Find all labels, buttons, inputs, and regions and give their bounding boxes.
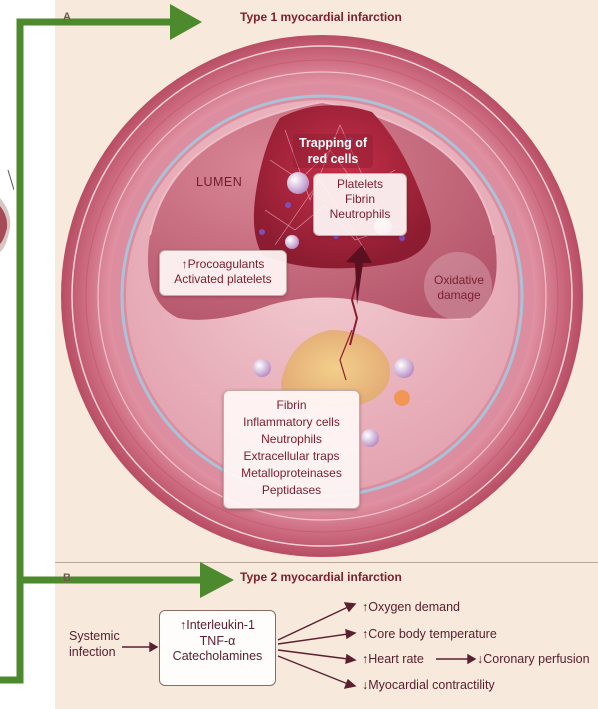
trapping-label: Trapping of red cells — [293, 134, 373, 168]
clot-components-box: Platelets Fibrin Neutrophils — [313, 173, 407, 236]
oxidative-line-1: Oxidative — [427, 273, 491, 288]
plaque-fibrin: Fibrin — [230, 397, 353, 414]
panel-b-letter: B — [63, 572, 71, 584]
procoagulants-box: ↑Procoagulants Activated platelets — [159, 250, 287, 296]
plaque-extracellular-traps: Extracellular traps — [230, 448, 353, 465]
effect-oxygen-demand: ↑Oxygen demand — [362, 600, 460, 615]
oxidative-line-2: damage — [427, 288, 491, 303]
oxidative-damage-label: Oxidative damage — [427, 273, 491, 303]
plaque-peptidases: Peptidases — [230, 482, 353, 499]
panel-b-title: Type 2 myocardial infarction — [240, 570, 402, 584]
mediators-box: ↑Interleukin-1 TNF-α Catecholamines — [159, 610, 276, 686]
activated-platelets-line: Activated platelets — [166, 272, 280, 287]
effect-heart-rate: ↑Heart rate — [362, 652, 424, 667]
panel-a-letter: A — [63, 11, 71, 23]
plaque-contents-box: Fibrin Inflammatory cells Neutrophils Ex… — [223, 390, 360, 509]
effect-core-temperature: ↑Core body temperature — [362, 627, 497, 642]
trapping-line-2: red cells — [299, 151, 367, 167]
plaque-metalloproteinases: Metalloproteinases — [230, 465, 353, 482]
procoagulants-line: ↑Procoagulants — [166, 257, 280, 272]
mediator-catecholamines: Catecholamines — [160, 649, 275, 665]
mediator-tnf: TNF-α — [160, 634, 275, 650]
plaque-inflammatory-cells: Inflammatory cells — [230, 414, 353, 431]
mediator-interleukin: ↑Interleukin-1 — [160, 618, 275, 634]
panel-a-title: Type 1 myocardial infarction — [240, 10, 402, 24]
effect-myocardial-contractility: ↓Myocardial contractility — [362, 678, 495, 693]
clot-neutrophils: Neutrophils — [320, 207, 400, 222]
trigger-line-1: Systemic — [69, 628, 120, 644]
trigger-label: Systemic infection — [69, 628, 120, 660]
lumen-label: LUMEN — [196, 175, 242, 190]
trigger-line-2: infection — [69, 644, 120, 660]
effect-coronary-perfusion: ↓Coronary perfusion — [477, 652, 590, 667]
plaque-neutrophils: Neutrophils — [230, 431, 353, 448]
clot-platelets: Platelets — [320, 177, 400, 192]
clot-fibrin: Fibrin — [320, 192, 400, 207]
trapping-line-1: Trapping of — [299, 135, 367, 151]
